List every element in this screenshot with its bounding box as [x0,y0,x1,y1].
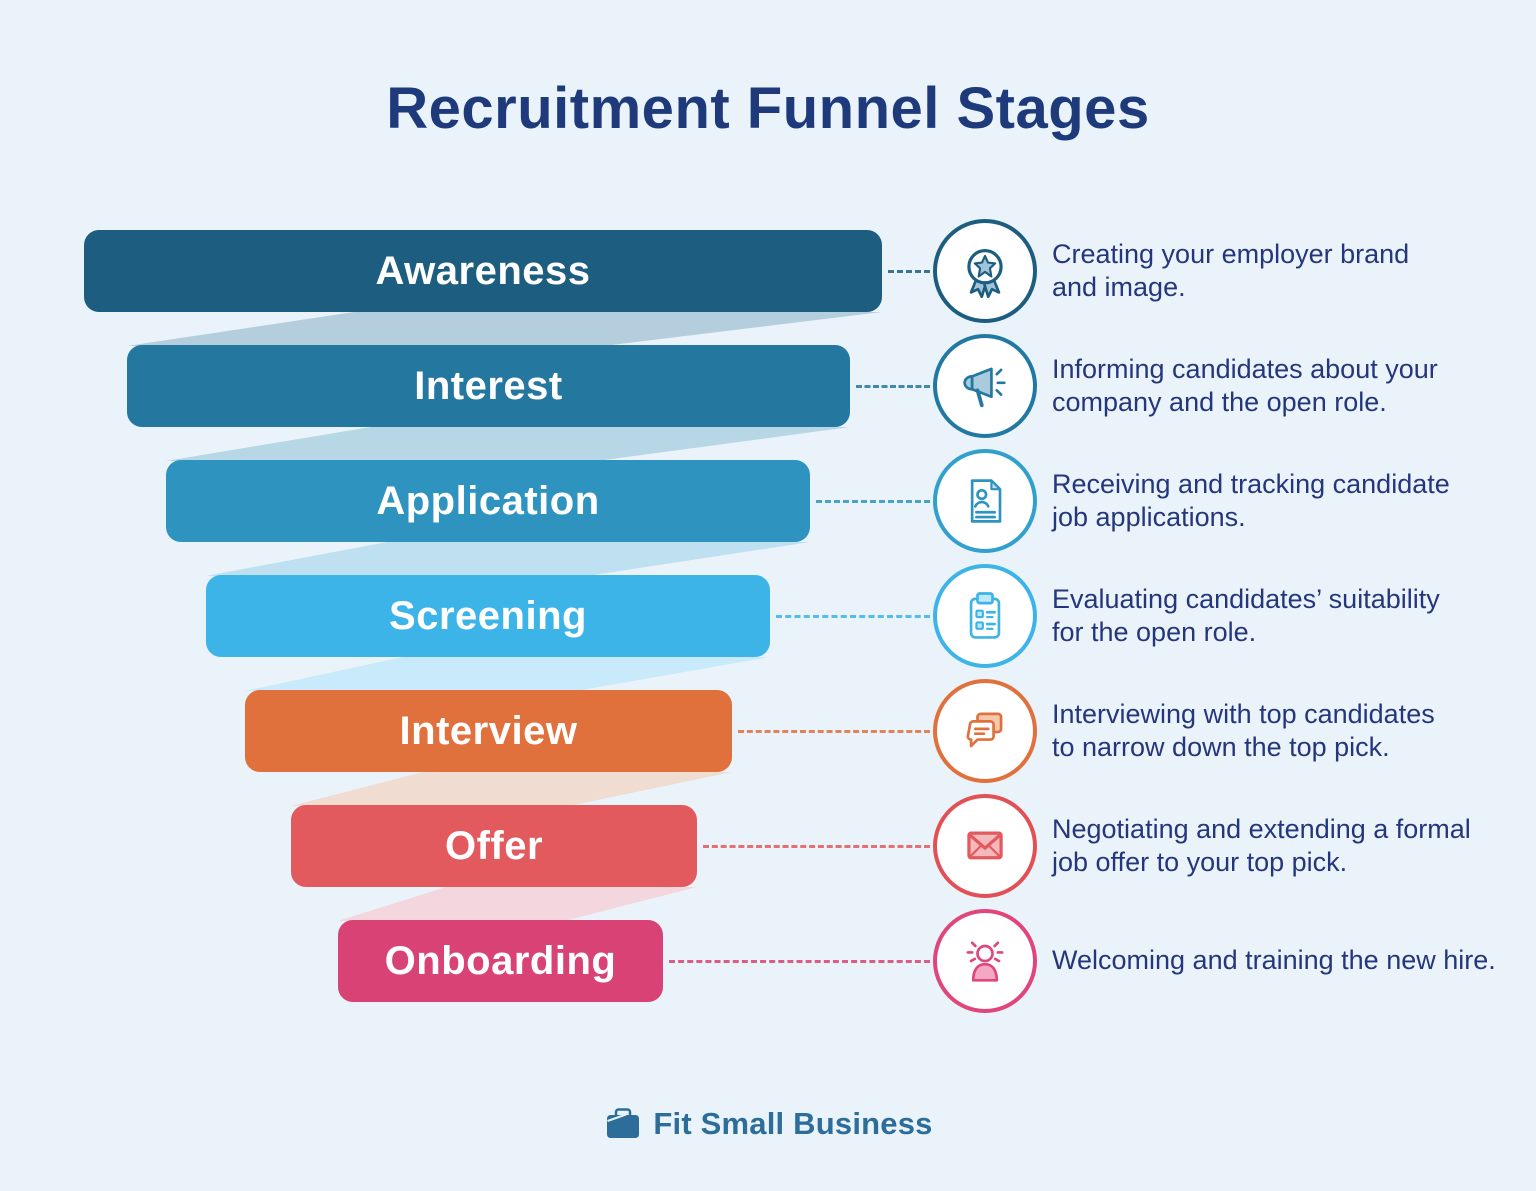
dash-connector-interest [856,385,930,388]
stage-description-screening: Evaluating candidates’ suitability for t… [1052,584,1440,647]
brand-footer: Fit Small Business [0,1106,1536,1142]
stage-description-interest: Informing candidates about your company … [1052,354,1438,417]
award-medal-icon [933,219,1037,323]
dash-connector-awareness [888,270,930,273]
stage-bar-interview: Interview [245,690,732,772]
brand-name: Fit Small Business [653,1106,933,1141]
dash-connector-interview [738,730,930,733]
stage-label-interest: Interest [414,363,563,408]
dash-connector-offer [703,845,930,848]
dash-connector-screening [776,615,930,618]
stage-label-awareness: Awareness [375,248,591,293]
stage-description-onboarding: Welcoming and training the new hire. [1052,944,1496,975]
funnel-connector-3 [206,542,810,576]
stage-description-offer: Negotiating and extending a formal job o… [1052,814,1471,877]
funnel-connector-4 [245,657,770,691]
stage-bar-screening: Screening [206,575,770,657]
funnel-connector-1 [127,312,882,346]
checklist-clipboard-icon [933,564,1037,668]
stage-label-onboarding: Onboarding [384,938,617,983]
stage-label-interview: Interview [399,708,578,753]
stage-bar-application: Application [166,460,810,542]
stage-label-application: Application [376,478,600,523]
chat-bubbles-icon [933,679,1037,783]
funnel-connector-5 [291,772,732,806]
person-welcome-icon [933,909,1037,1013]
stage-bar-offer: Offer [291,805,697,887]
stage-bar-awareness: Awareness [84,230,882,312]
funnel-connector-6 [338,887,697,921]
stage-description-awareness: Creating your employer brand and image. [1052,239,1410,302]
funnel-connector-2 [166,427,850,461]
resume-document-icon [933,449,1037,553]
stage-bar-interest: Interest [127,345,850,427]
page-title: Recruitment Funnel Stages [386,76,1150,141]
envelope-icon [933,794,1037,898]
stage-label-screening: Screening [389,593,587,638]
megaphone-icon [933,334,1037,438]
stage-description-application: Receiving and tracking candidate job app… [1052,469,1450,532]
dash-connector-application [816,500,930,503]
briefcase-icon [603,1106,643,1142]
stage-description-interview: Interviewing with top candidates to narr… [1052,699,1435,762]
stage-bar-onboarding: Onboarding [338,920,663,1002]
dash-connector-onboarding [669,960,930,963]
stage-label-offer: Offer [444,823,544,868]
